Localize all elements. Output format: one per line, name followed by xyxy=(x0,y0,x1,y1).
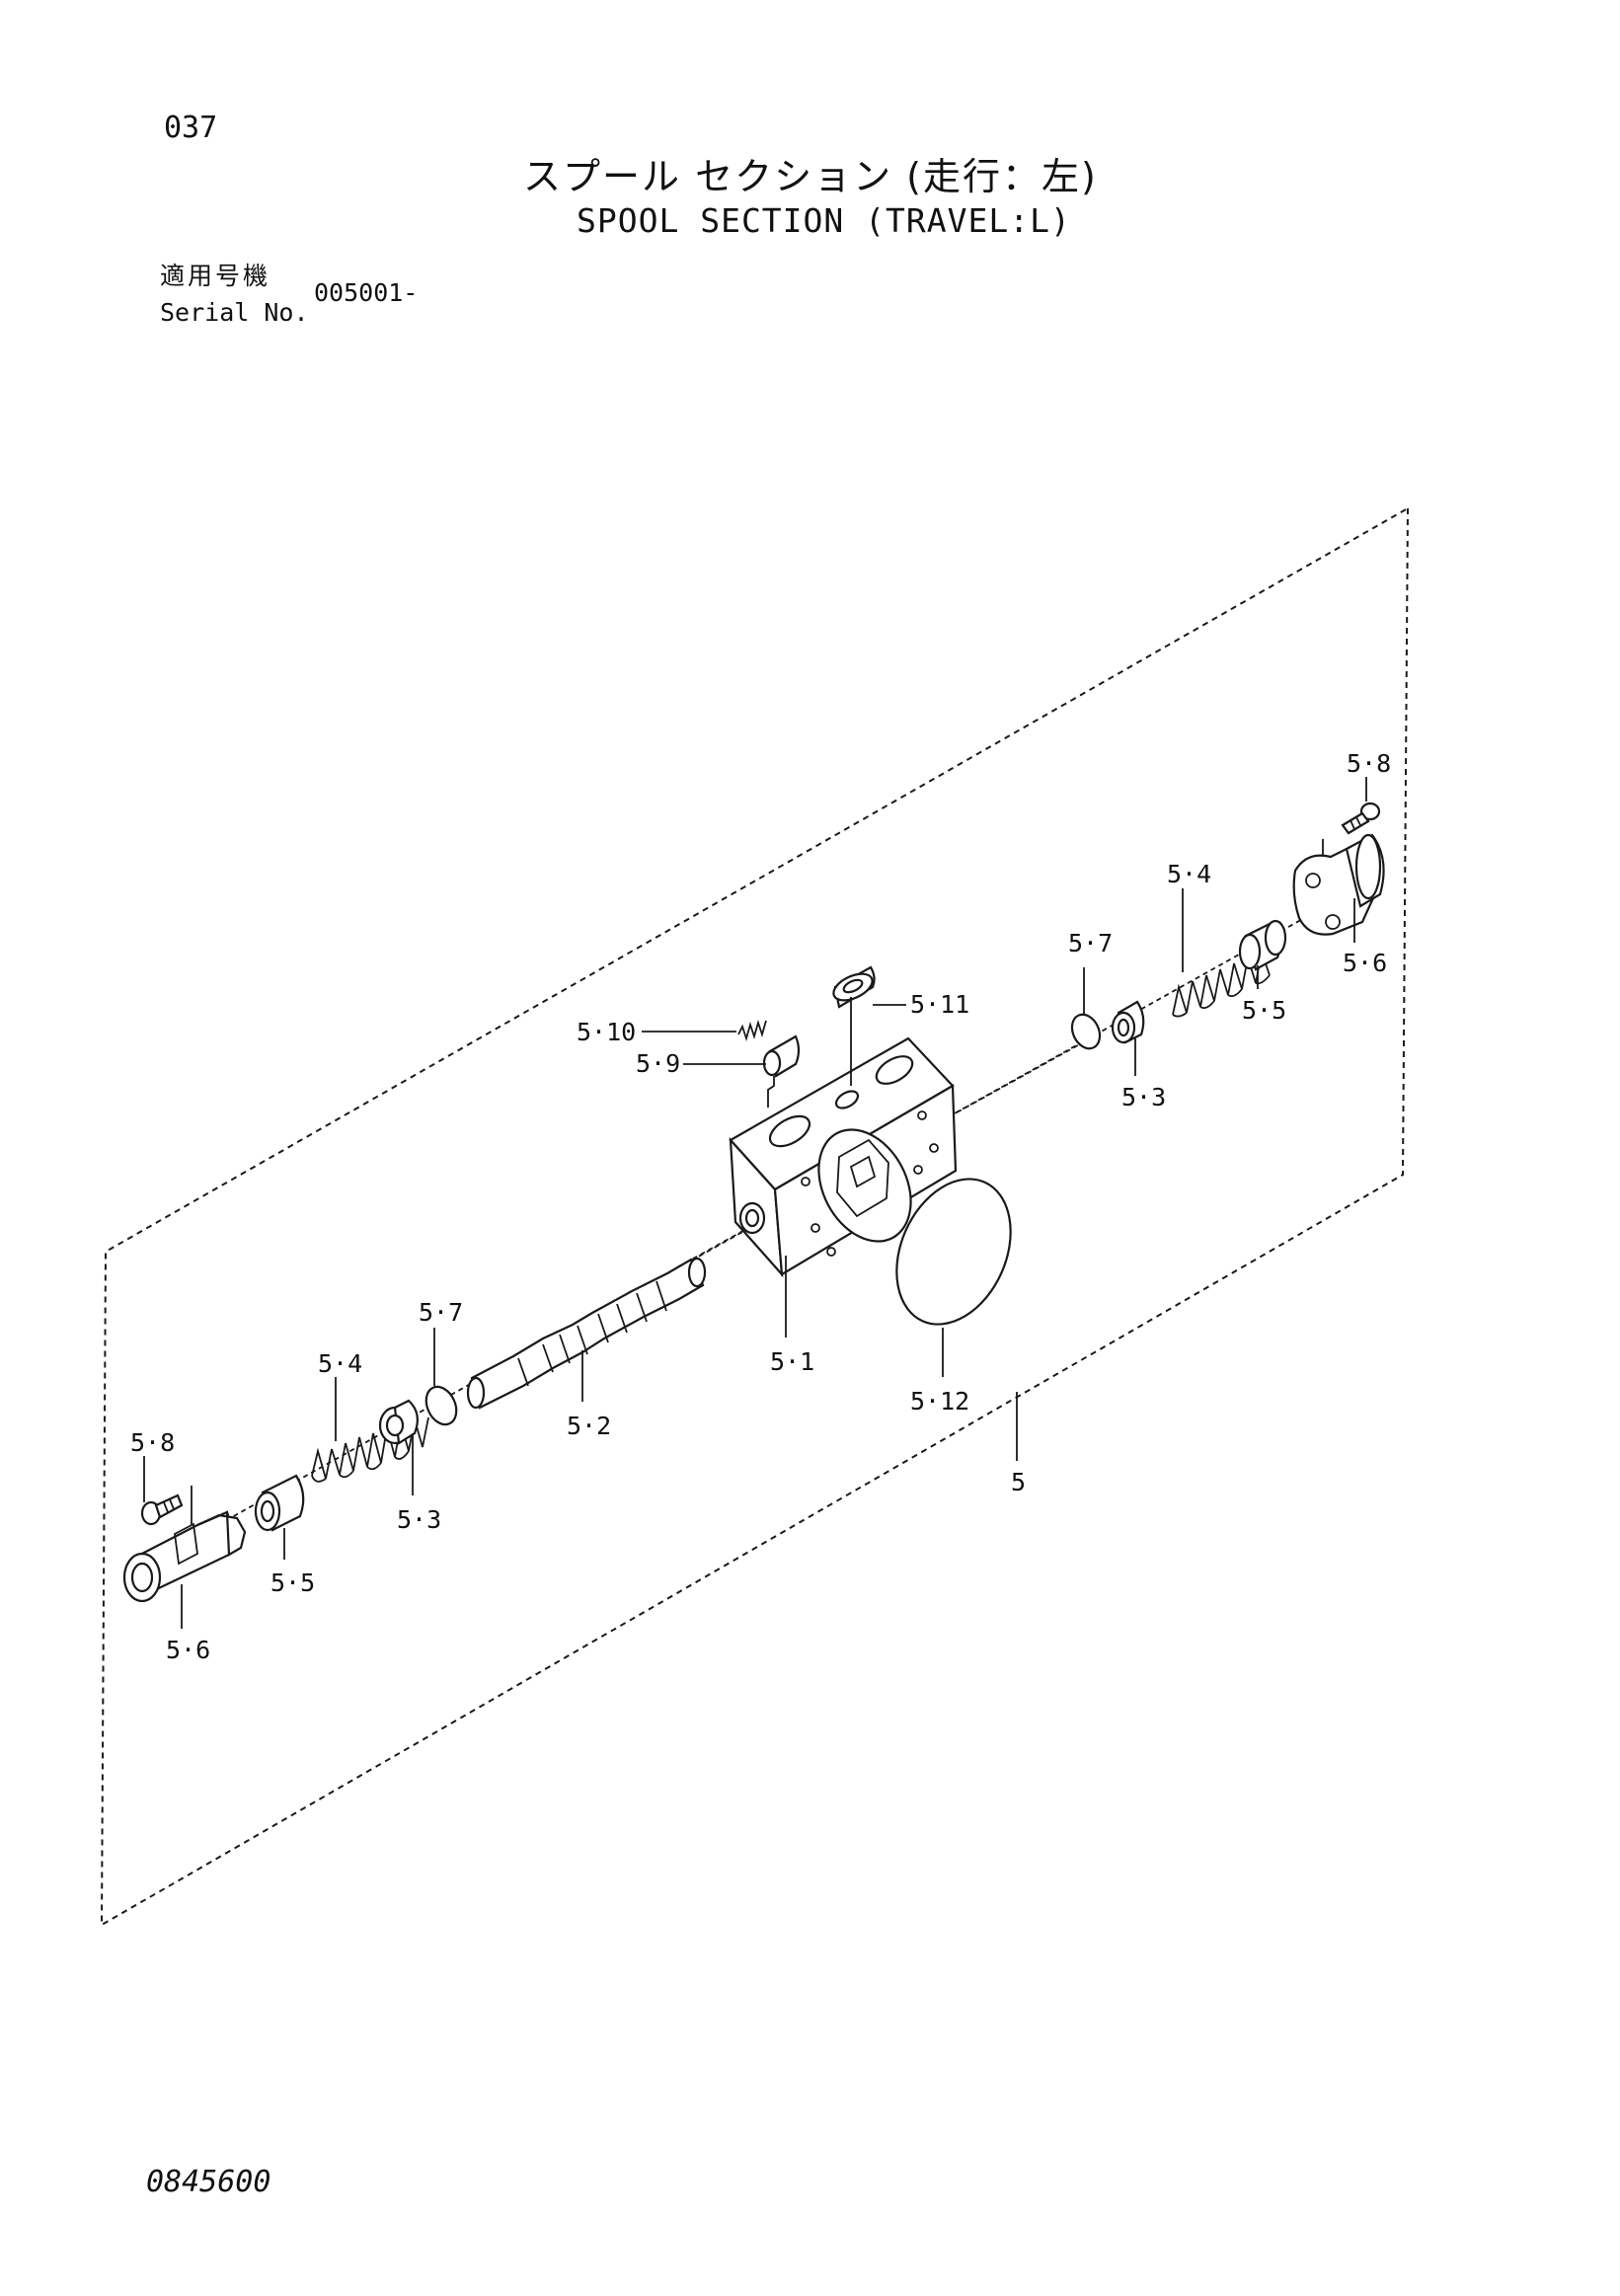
callout-5-12: 5·12 xyxy=(910,1387,969,1416)
part-5-11-top-plug xyxy=(832,965,876,1009)
part-5-4-right-spring xyxy=(1172,948,1271,1018)
part-5-7-left-oring xyxy=(424,1385,458,1426)
part-5-3-right-seat xyxy=(1111,1000,1145,1044)
callout-5-8-left: 5·8 xyxy=(130,1428,175,1457)
page-number: 037 xyxy=(164,111,218,145)
callout-5-9: 5·9 xyxy=(636,1049,680,1078)
part-5-10-spring xyxy=(737,1019,767,1042)
serial-label-japanese: 適用号機 xyxy=(160,262,271,290)
part-5-6-right-cap xyxy=(1292,833,1385,936)
part-5-4-left-spring xyxy=(311,1416,429,1483)
serial-label-english: Serial No. xyxy=(160,298,309,327)
part-5-12-large-oring xyxy=(895,1178,1012,1326)
title-english: SPOOL SECTION (TRAVEL:L) xyxy=(577,201,1071,240)
serial-number-value: 005001- xyxy=(314,278,419,307)
part-5-2-spool xyxy=(466,1257,707,1410)
part-5-8-left-bolt xyxy=(140,1493,184,1526)
callout-5-7-left: 5·7 xyxy=(419,1298,463,1327)
part-5-8-right-bolt xyxy=(1341,802,1381,835)
callout-5-2: 5·2 xyxy=(567,1412,611,1440)
part-5-5-right-sleeve xyxy=(1238,919,1287,971)
callout-5-8-right: 5·8 xyxy=(1347,749,1391,778)
callout-5-11: 5·11 xyxy=(910,990,969,1019)
callout-5-4-left: 5·4 xyxy=(318,1349,362,1378)
part-5-7-right-oring xyxy=(1070,1013,1102,1050)
leader-5-9-to-body xyxy=(767,1076,775,1108)
part-5-9-plug xyxy=(762,1034,801,1078)
callout-5-10: 5·10 xyxy=(577,1018,636,1046)
callout-5-5-left: 5·5 xyxy=(270,1569,315,1597)
callout-5-3-right: 5·3 xyxy=(1121,1083,1166,1111)
callout-5-4-right: 5·4 xyxy=(1167,860,1211,888)
callout-5-7-right: 5·7 xyxy=(1068,929,1113,957)
part-5-6-left-cap xyxy=(122,1486,247,1603)
part-5-5-left-sleeve xyxy=(254,1474,305,1532)
title-japanese: スプール セクション (走行：左) xyxy=(523,155,1098,198)
part-5-3-left-seat xyxy=(378,1399,420,1445)
callout-5: 5 xyxy=(1011,1468,1026,1496)
part-5-1-valve-body xyxy=(729,1036,958,1278)
callout-5-3-left: 5·3 xyxy=(397,1505,441,1534)
drawing-number: 0845600 xyxy=(146,2165,271,2199)
callout-5-6-left: 5·6 xyxy=(166,1636,210,1664)
callout-5-1: 5·1 xyxy=(770,1347,814,1376)
callout-5-5-right: 5·5 xyxy=(1242,996,1286,1025)
callout-5-6-right: 5·6 xyxy=(1343,949,1387,977)
